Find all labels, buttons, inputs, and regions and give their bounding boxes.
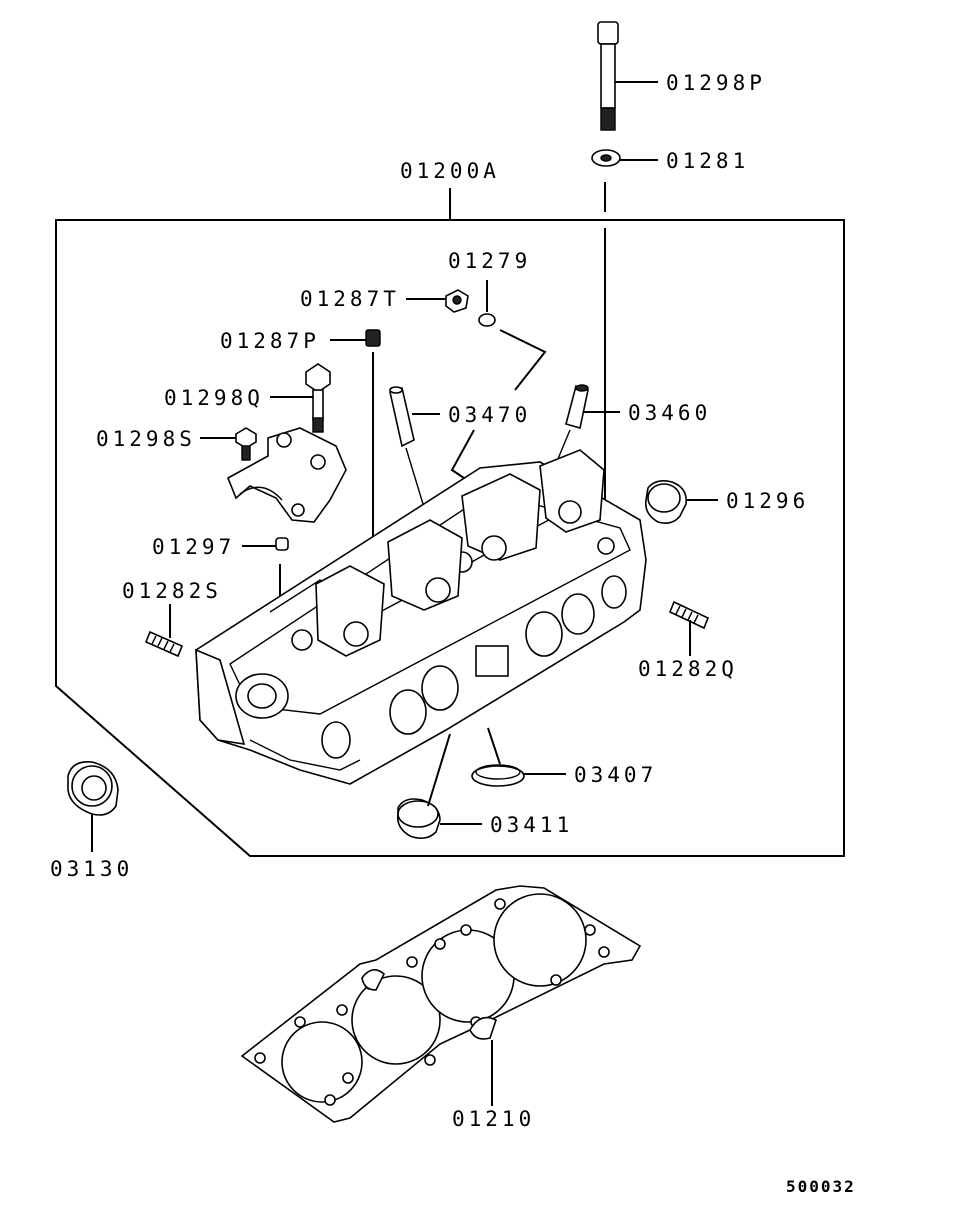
guide-line-03407 — [487, 727, 501, 765]
o-ring-01279[interactable] — [478, 313, 496, 327]
label-01298S: 01298S — [96, 427, 196, 451]
label-01296: 01296 — [726, 489, 809, 513]
cap-plug-01296[interactable] — [644, 480, 688, 524]
head-gasket-01210[interactable] — [240, 885, 642, 1123]
label-01210: 01210 — [452, 1107, 535, 1131]
valve-guide-03460[interactable] — [565, 384, 589, 430]
label-01279: 01279 — [448, 249, 531, 273]
label-01287P: 01287P — [220, 329, 320, 353]
label-03407: 03407 — [574, 763, 657, 787]
bolt-01298P[interactable] — [597, 21, 619, 131]
label-03411: 03411 — [490, 813, 573, 837]
bolt-01298S[interactable] — [235, 427, 257, 461]
plug-01287P[interactable] — [365, 329, 381, 347]
assembly-frame — [55, 219, 845, 857]
label-01200A: 01200A — [400, 159, 500, 183]
label-01297: 01297 — [152, 535, 235, 559]
label-03130: 03130 — [50, 857, 133, 881]
washer-01281[interactable] — [591, 149, 621, 167]
oil-seal-03130[interactable] — [67, 760, 119, 816]
label-01287T: 01287T — [300, 287, 400, 311]
leader-01279-to-head — [499, 329, 547, 391]
seal-03407[interactable] — [471, 764, 525, 787]
label-03460: 03460 — [628, 401, 711, 425]
valve-guide-03470[interactable] — [389, 386, 415, 448]
cylinder-head-body[interactable] — [195, 449, 647, 785]
dowel-pin-01297[interactable] — [275, 537, 289, 551]
plug-01287T[interactable] — [445, 289, 469, 313]
label-03470: 03470 — [448, 403, 531, 427]
label-01281: 01281 — [666, 149, 749, 173]
guide-line-03411 — [427, 733, 451, 807]
stud-bolt-01282Q[interactable] — [668, 600, 710, 630]
label-01298Q: 01298Q — [164, 386, 264, 410]
seal-03411[interactable] — [396, 798, 441, 840]
diagram-id: 500032 — [786, 1177, 856, 1196]
label-01298P: 01298P — [666, 71, 766, 95]
stud-bolt-01282S[interactable] — [144, 630, 184, 658]
bolt-01298Q[interactable] — [305, 363, 331, 433]
camshaft-cap-bracket[interactable] — [226, 427, 347, 523]
label-01282S: 01282S — [122, 579, 222, 603]
label-01282Q: 01282Q — [638, 657, 738, 681]
